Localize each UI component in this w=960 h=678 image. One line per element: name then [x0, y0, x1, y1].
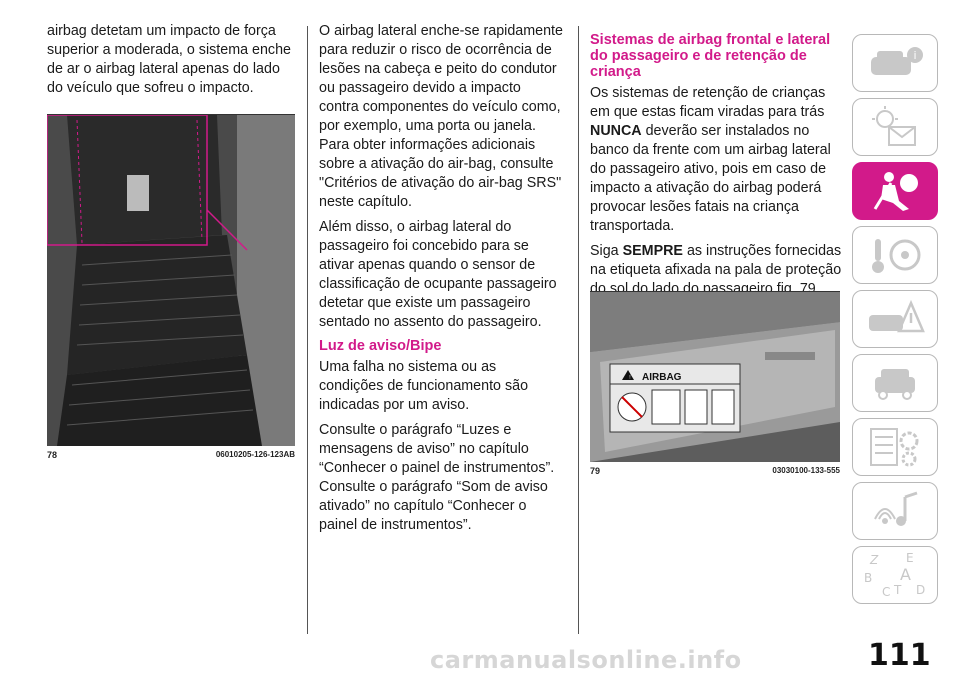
- service-car-icon: [875, 369, 915, 400]
- never-emphasis: NUNCA: [590, 123, 642, 139]
- index-letter: Z: [869, 553, 879, 567]
- figure-78-number: 78: [47, 450, 58, 460]
- column-2: O airbag lateral enche-se rapidamente pa…: [319, 22, 563, 541]
- index-letter: D: [916, 583, 925, 597]
- index-abc-icon: Z E B A C T D: [864, 551, 925, 599]
- specs-gears-icon: [870, 428, 919, 467]
- instructions-text-b: as instruções fornecidas na etiqueta afi…: [590, 243, 842, 297]
- column-divider-2: [578, 26, 579, 634]
- figure-78-seat-photo: [47, 115, 295, 446]
- sunvisor-illustration: ! AIRBAG: [590, 292, 840, 462]
- svg-text:i: i: [913, 49, 916, 62]
- index-letter: A: [900, 565, 911, 584]
- tab-steering-key[interactable]: [852, 226, 938, 284]
- car-info-icon: i: [871, 47, 923, 75]
- index-letter: C: [882, 585, 890, 599]
- watermark: carmanualsonline.info: [430, 646, 742, 674]
- tab-breakdown[interactable]: [852, 290, 938, 348]
- seat-illustration: [47, 115, 295, 446]
- figure-78-caption: 78 06010205-126-123AB: [47, 450, 295, 460]
- intro-paragraph: airbag detetam um impacto de força super…: [47, 23, 291, 96]
- warning-lights-icon: [872, 106, 916, 146]
- instructions-text-a: Siga: [590, 243, 623, 259]
- index-letter: T: [893, 583, 902, 597]
- figure-79-caption: 79 03030100-133-555: [590, 466, 840, 476]
- tab-service-car[interactable]: [852, 354, 938, 412]
- svg-text:!: !: [629, 375, 630, 381]
- index-letter: B: [864, 571, 872, 585]
- side-airbag-paragraph: O airbag lateral enche-se rapidamente pa…: [319, 23, 563, 210]
- section-heading: Sistemas de airbag frontal e lateral do …: [590, 32, 831, 80]
- airbag-label-text: AIRBAG: [642, 372, 682, 383]
- tab-warning-lights[interactable]: [852, 98, 938, 156]
- media-icon: [874, 491, 918, 526]
- warning-paragraph: Uma falha no sistema ou as condições de …: [319, 359, 529, 413]
- tab-media[interactable]: [852, 482, 938, 540]
- tab-specs-gears[interactable]: [852, 418, 938, 476]
- figure-79-code: 03030100-133-555: [772, 466, 840, 475]
- index-letter: E: [906, 551, 914, 565]
- column-3: Sistemas de airbag frontal e lateral do …: [590, 32, 842, 305]
- passenger-sensor-paragraph: Além disso, o airbag lateral do passagei…: [319, 219, 557, 330]
- instructions-paragraph: Siga SEMPRE as instruções fornecidas na …: [590, 242, 842, 299]
- seat-airbag-icon: [873, 172, 918, 211]
- figure-79-number: 79: [590, 466, 601, 476]
- chapter-tabs: i Z E B A C T D: [852, 34, 938, 610]
- page-number: 111: [868, 638, 931, 673]
- breakdown-icon: [869, 299, 925, 333]
- child-seat-text-a: Os sistemas de retenção de crianças em q…: [590, 85, 826, 120]
- child-seat-text-b: deverão ser instalados no banco da frent…: [590, 123, 831, 234]
- figure-79-sunvisor-photo: ! AIRBAG: [590, 292, 840, 462]
- tab-car-info[interactable]: i: [852, 34, 938, 92]
- warning-light-heading: Luz de aviso/Bipe: [319, 338, 442, 354]
- child-seat-paragraph: Os sistemas de retenção de crianças em q…: [590, 84, 842, 236]
- reference-paragraph: Consulte o parágrafo “Luzes e mensagens …: [319, 422, 555, 533]
- steering-key-icon: [872, 239, 921, 273]
- tab-index[interactable]: Z E B A C T D: [852, 546, 938, 604]
- tab-seat-airbag[interactable]: [852, 162, 938, 220]
- always-emphasis: SEMPRE: [622, 243, 683, 259]
- column-divider-1: [307, 26, 308, 634]
- column-1: airbag detetam um impacto de força super…: [47, 22, 297, 104]
- figure-78-code: 06010205-126-123AB: [215, 450, 295, 459]
- column-3-rule: [590, 291, 840, 292]
